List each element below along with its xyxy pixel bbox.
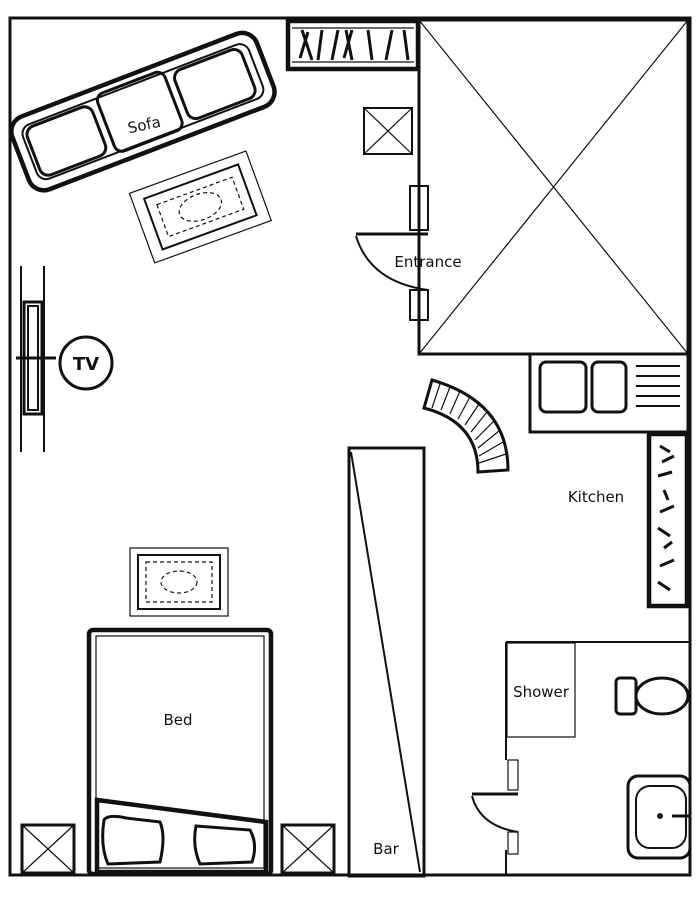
tv-label: TV [73,354,99,375]
storage-box [363,107,413,155]
bathroom-walls [505,641,690,875]
kitchen-counter-side [646,431,690,609]
tv-window [16,266,56,452]
curved-stairs [422,378,510,474]
stairwell [417,18,690,356]
bed-rug [129,547,229,617]
living-rug [128,150,273,264]
entrance-door [355,232,429,291]
bar-counter [347,446,426,878]
bathroom-door [471,792,519,833]
nightstand-right [280,823,336,875]
nightstand-left [20,823,76,875]
kitchen-counter-top [528,352,690,434]
shower-label: Shower [513,683,570,701]
toilet-icon [614,676,690,716]
bed-label: Bed [163,711,192,729]
sofa [9,30,277,193]
kitchen-label: Kitchen [568,488,624,506]
sofa-label: Sofa [126,113,162,138]
sink-icon [626,774,692,860]
bar-label: Bar [373,840,399,858]
closet [285,18,421,72]
tv-icon [58,335,114,391]
shower [506,642,576,738]
entrance-label: Entrance [394,253,461,271]
bed [86,627,274,877]
